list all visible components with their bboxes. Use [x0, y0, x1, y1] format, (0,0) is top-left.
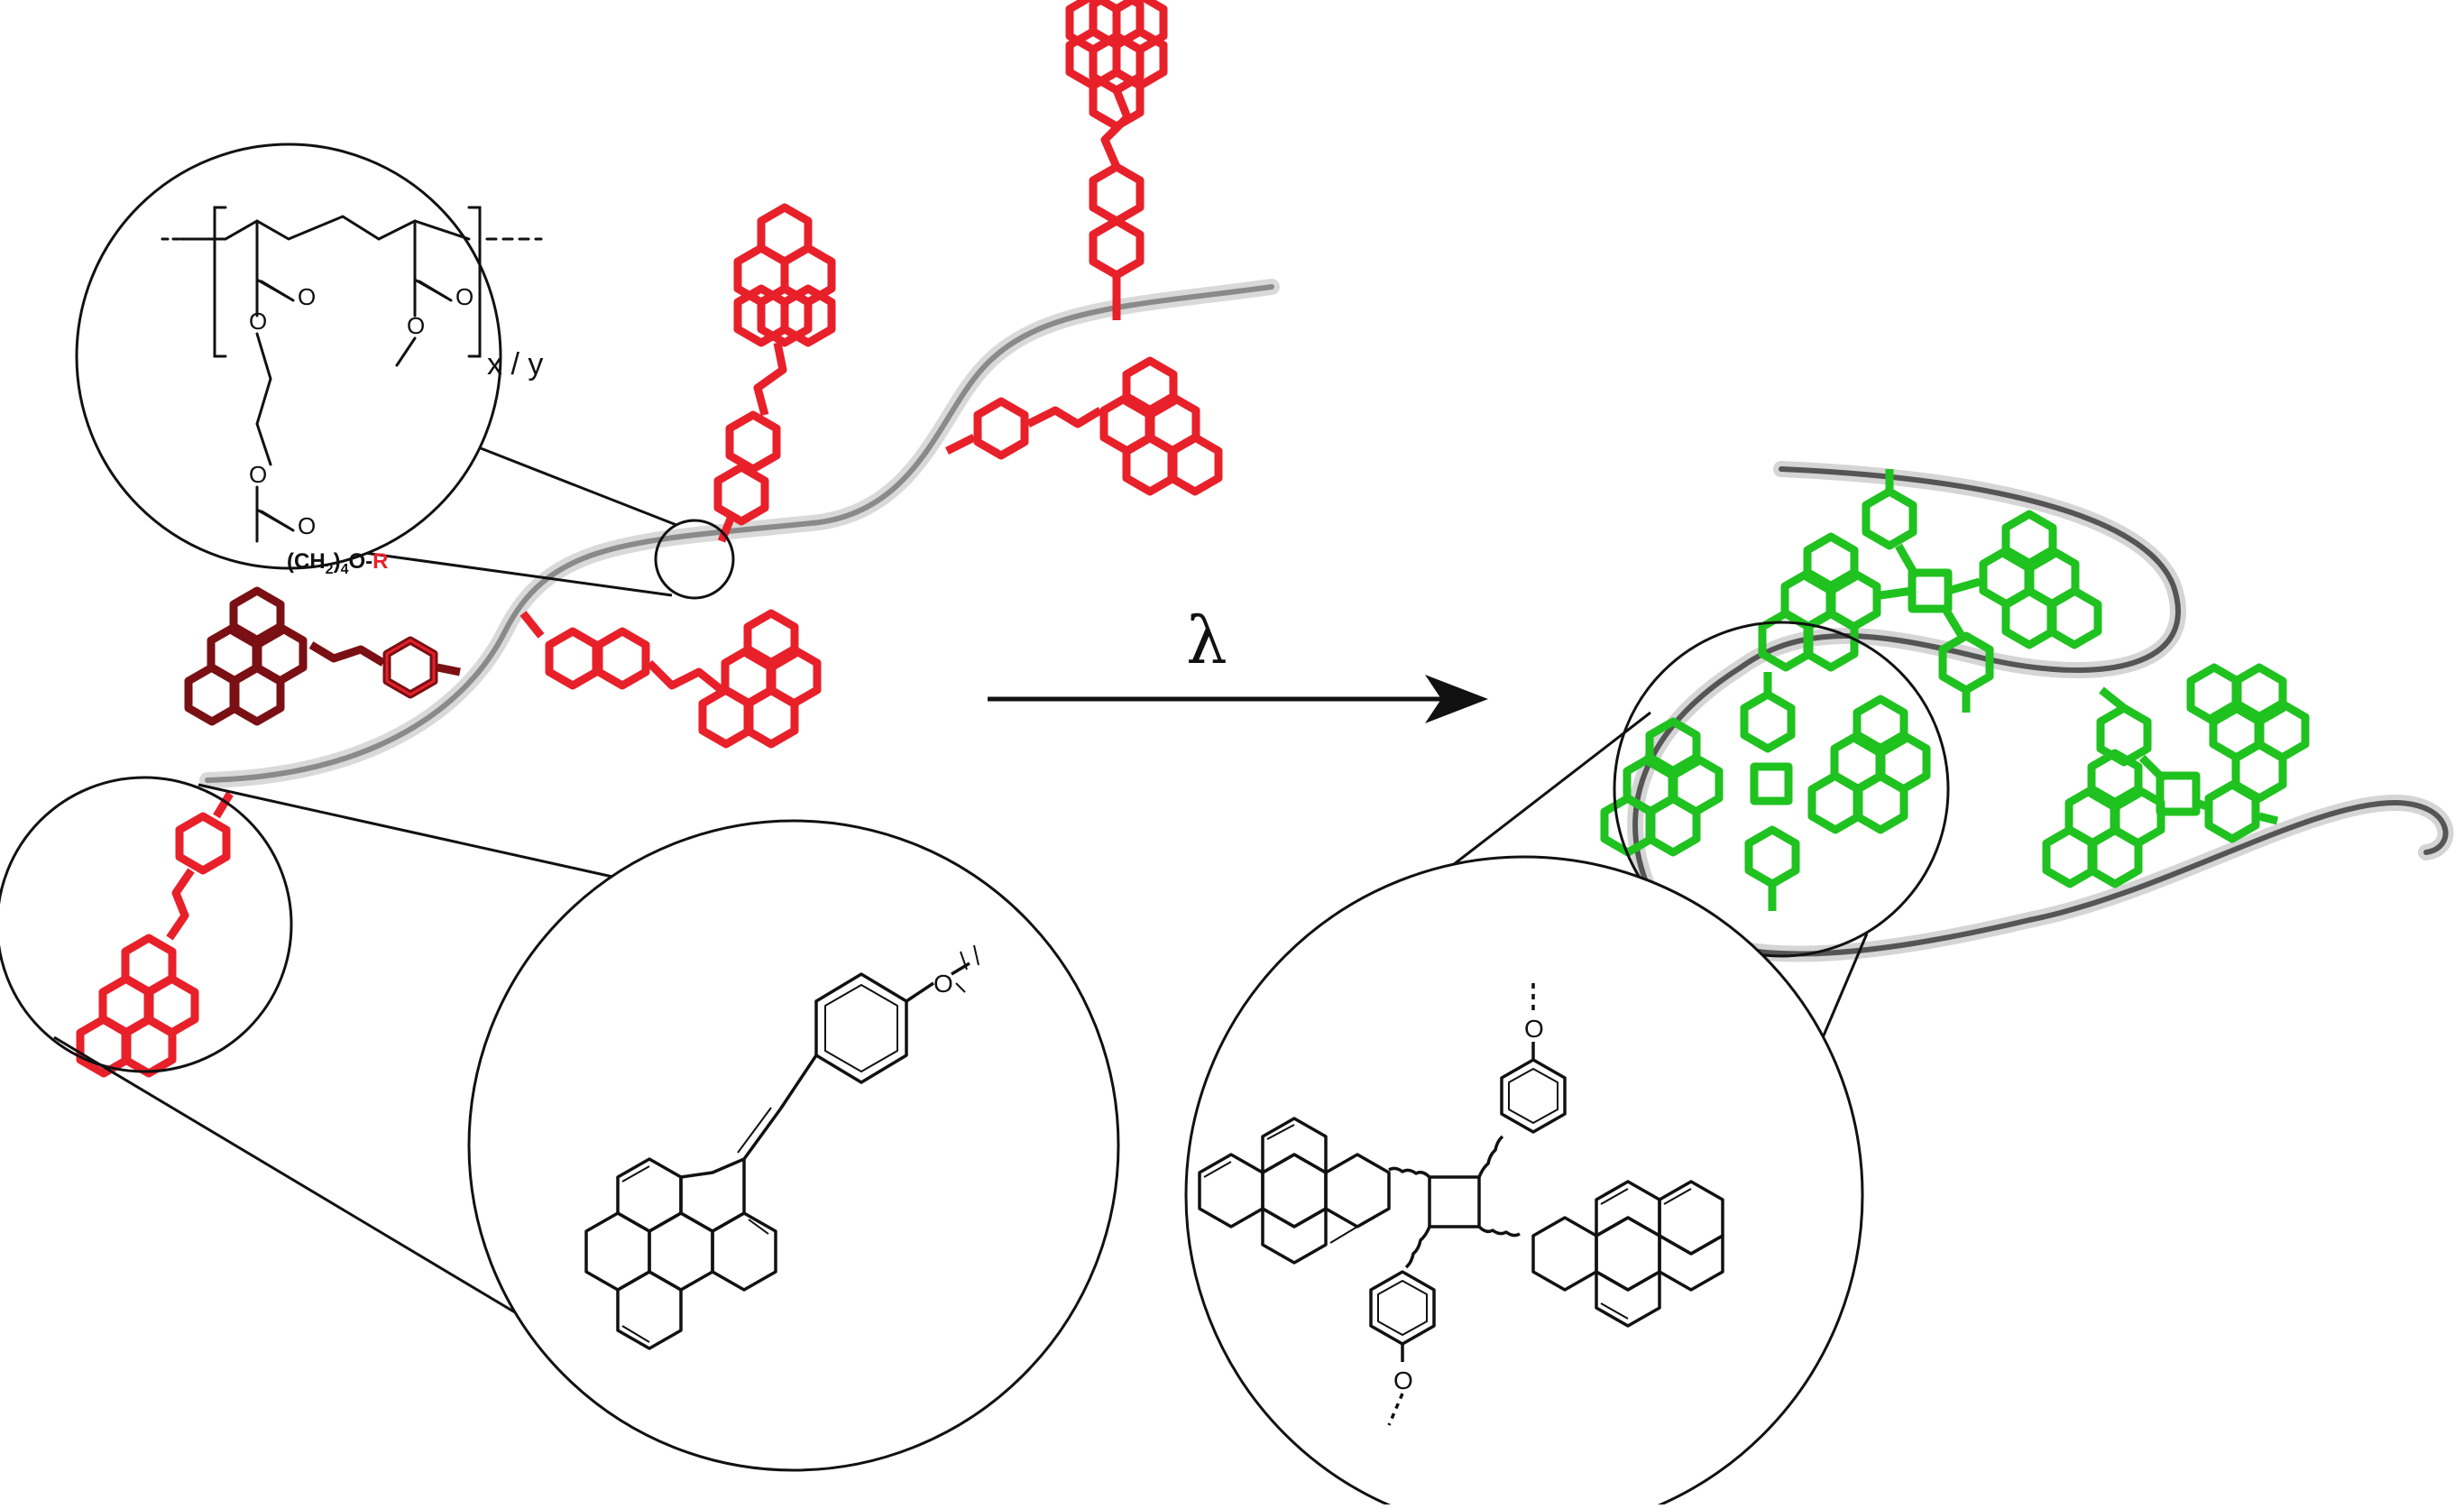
dimer-top: [1762, 469, 2098, 713]
dimer-right: [2046, 667, 2305, 884]
wavelength-label: λ: [1186, 603, 1227, 678]
ester-o-lower: O: [249, 461, 267, 488]
lower-oxygen-label: O: [1393, 1366, 1413, 1394]
ester-o-left: O: [249, 308, 267, 335]
pyrene-pendant-center: [519, 613, 817, 744]
cyclobutane-skeleton: [1198, 979, 1724, 1426]
pyrene-pendant-dark-inner: [385, 639, 436, 696]
polymer-backbone-right: [1627, 461, 2454, 962]
ester-o-right: O: [407, 312, 425, 339]
cyclobutane-structure-circle: O O: [1184, 855, 1864, 1509]
reaction-arrow: λ: [988, 603, 1488, 723]
carbonyl-o-lower: O: [298, 512, 316, 539]
repeat-unit-label: x / y: [487, 347, 543, 382]
side-chain-label: (CH2)4O-R: [287, 549, 388, 577]
upper-oxygen-label: O: [1524, 1015, 1544, 1043]
polymer-backbone-left: [199, 279, 1280, 788]
pyrene-pendant-middle: [718, 207, 832, 543]
ether-oxygen-label: O: [933, 970, 953, 998]
carbonyl-o-left: O: [298, 283, 316, 310]
stilbene-pyrene-structure-circle: O: [467, 819, 1120, 1472]
pyrene-pendant-right: [944, 361, 1218, 492]
monomer-structure-circle: O O O O O O x / y (CH2)4O-R: [75, 143, 543, 577]
carbonyl-o-right: O: [455, 283, 473, 310]
stilbene-pyrene-skeleton: [584, 944, 979, 1350]
copolymer-skeleton: [161, 206, 543, 543]
dimer-inside-zoom: [1604, 672, 1926, 911]
pyrene-pendant-bottom: [80, 791, 234, 1073]
pyrene-pendant-dark: [188, 591, 461, 722]
